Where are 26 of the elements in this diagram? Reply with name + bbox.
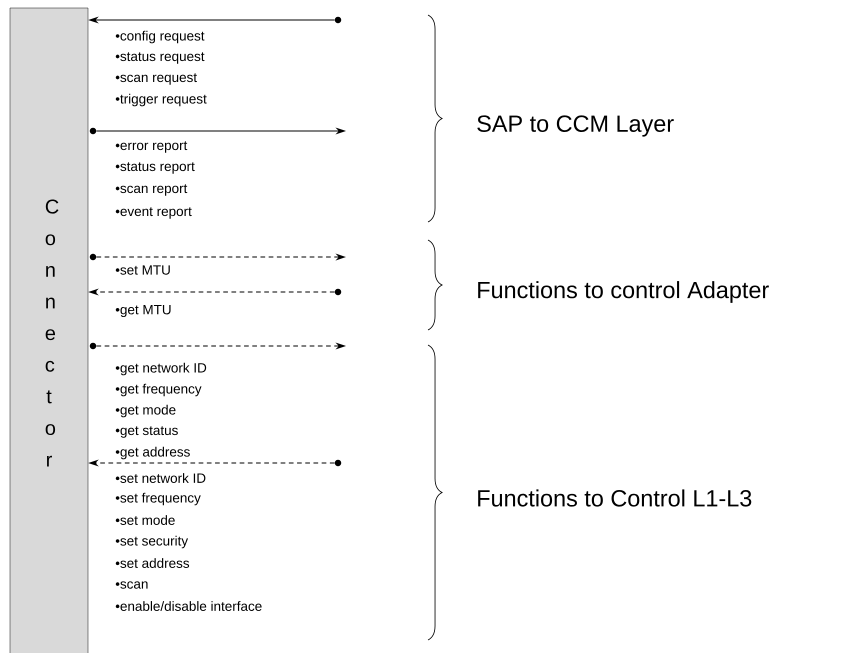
function-item: •set security <box>116 536 188 548</box>
connector-box: Connector <box>10 8 88 653</box>
function-item: •status request <box>116 52 204 64</box>
function-item: •get network ID <box>116 362 206 376</box>
function-item: •get address <box>116 446 190 460</box>
function-item: •trigger request <box>116 94 207 106</box>
function-item: •set address <box>116 558 190 568</box>
function-item: •get status <box>116 426 178 438</box>
group-title: Functions to control Adapter <box>478 281 769 303</box>
group-title: SAP to CCM Layer <box>477 115 674 137</box>
function-item: •enable/disable interface <box>116 601 262 611</box>
function-item: •status report <box>116 162 195 174</box>
function-item: •config request <box>116 30 204 44</box>
function-item: •scan report <box>116 184 188 196</box>
function-item: •event report <box>116 207 192 219</box>
function-item: •set network ID <box>116 473 206 483</box>
group-title: Functions to Control L1-L3 <box>478 489 752 507</box>
function-item: •set mode <box>116 515 175 525</box>
function-item: •scan <box>116 581 148 589</box>
function-item: •set MTU <box>116 265 170 275</box>
function-item: •get MTU <box>116 304 171 318</box>
function-item: •scan request <box>116 73 197 85</box>
function-item: •error report <box>116 141 188 153</box>
function-item: •set frequency <box>116 492 201 506</box>
function-item: •get frequency <box>116 384 202 396</box>
function-item: •get mode <box>116 404 176 418</box>
